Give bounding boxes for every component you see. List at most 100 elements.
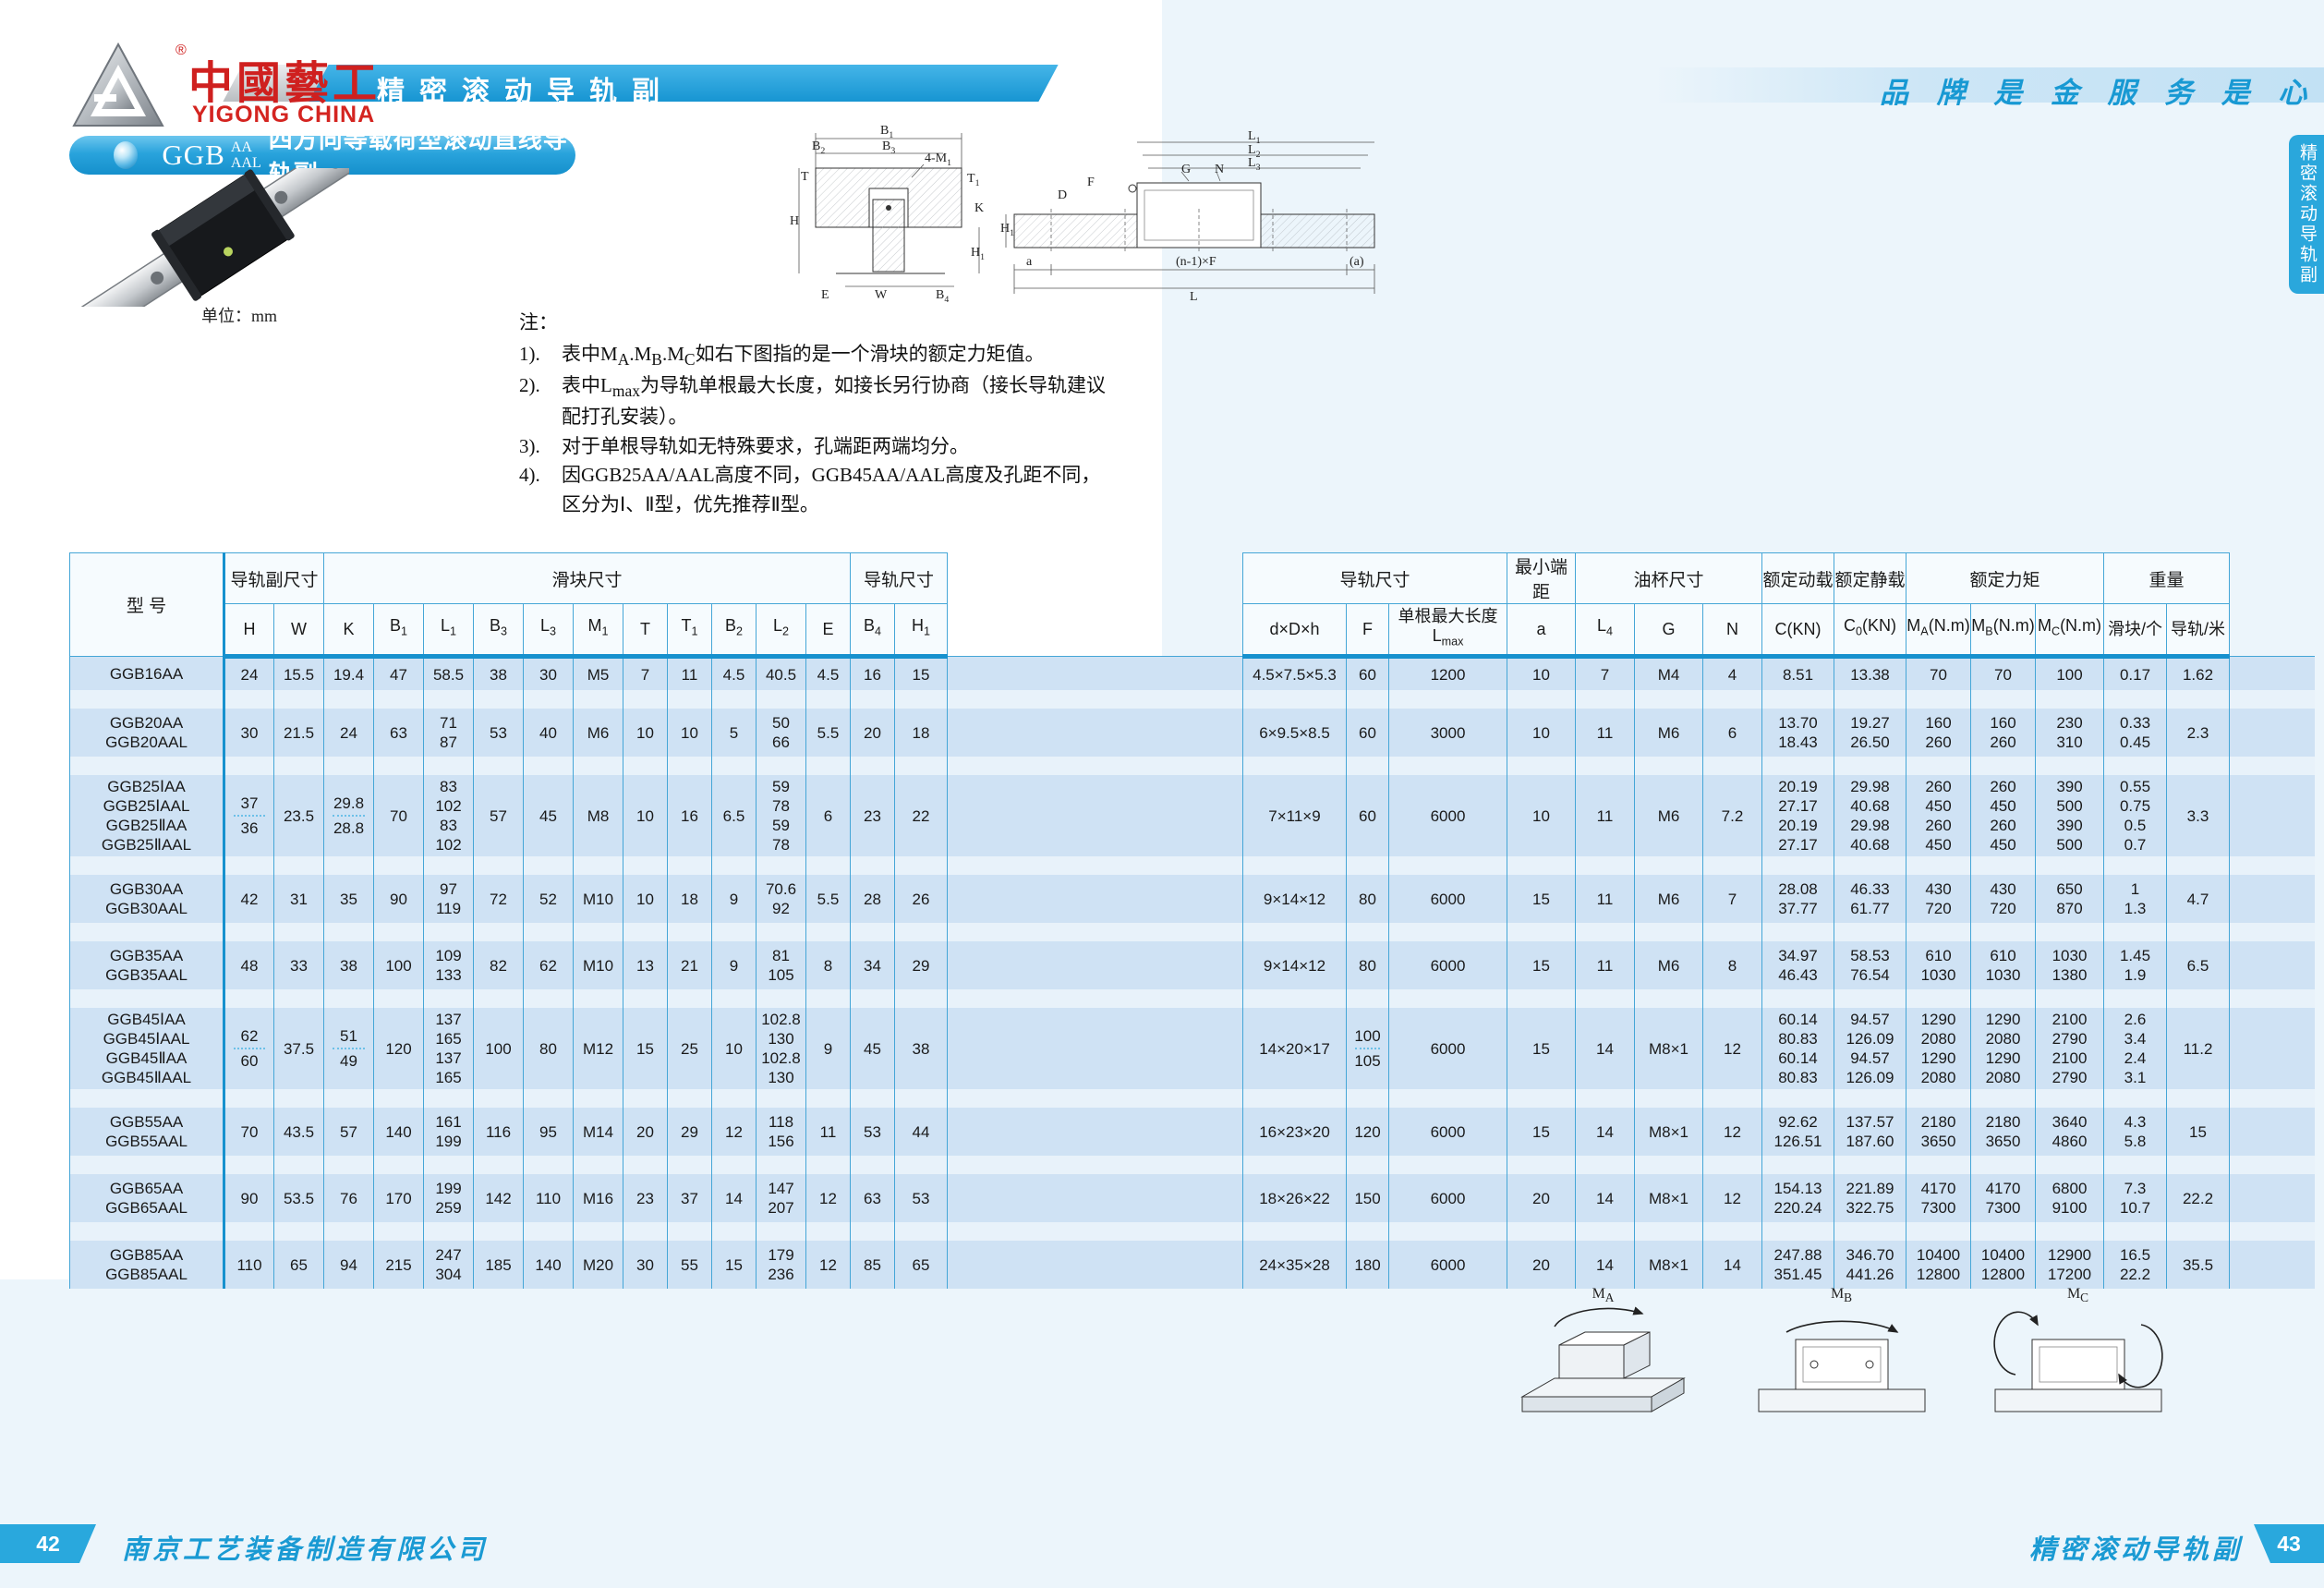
value-cell [623,989,668,1008]
model-cell [69,923,225,941]
value-cell: 63 [850,1174,895,1222]
column-header: L1 [423,603,474,659]
dim-label: L [1190,290,1198,304]
value-cell [1575,690,1635,709]
value-cell [1346,690,1389,709]
column-group-header: 油杯尺寸 [1575,552,1762,604]
value-cell [1346,1222,1389,1241]
value-cell: 18 [667,875,712,923]
value-cell: 11 [667,656,712,690]
value-cell [1906,856,1971,875]
value-cell [711,989,757,1008]
value-cell [805,690,851,709]
value-cell [373,1222,424,1241]
value-cell [1906,690,1971,709]
value-cell [473,1222,524,1241]
value-cell [1388,1222,1507,1241]
value-cell: 0.17 [2103,656,2167,690]
value-cell: 12 [805,1174,851,1222]
value-cell [1702,1222,1762,1241]
value-cell [623,1222,668,1241]
value-cell [1634,757,1703,775]
value-cell: 9 [805,1008,851,1089]
column-header: E [805,603,851,659]
notes-block: 注： 1). 表中MA.MB.MC如右下图指的是一个滑块的额定力矩值。 2). … [519,309,1118,519]
value-cell: 11 [1575,775,1635,856]
column-header: H1 [894,603,948,659]
note-item: 4). 因GGB25AA/AAL高度不同，GGB45AA/AAL高度及孔距不同，… [519,464,1101,515]
value-cell: 12 [1702,1008,1762,1089]
value-cell [2035,1089,2104,1108]
column-group-header: 额定动载 [1761,552,1834,604]
value-cell: 37.5 [273,1008,324,1089]
value-cell [1575,923,1635,941]
column-group-header: 导轨副尺寸 [224,552,324,604]
value-cell: 15 [1507,875,1576,923]
note-item: 1). 表中MA.MB.MC如右下图指的是一个滑块的额定力矩值。 [519,342,1045,369]
model-cell [69,1222,225,1241]
table-spacer-row [69,757,2315,775]
value-cell: 25 [667,1008,712,1089]
value-cell [2166,989,2230,1008]
value-cell [1834,1156,1906,1174]
value-cell [894,989,948,1008]
value-cell: M4 [1634,656,1703,690]
value-cell [1906,757,1971,775]
value-cell [711,690,757,709]
value-cell [850,1222,895,1241]
value-cell: 10 [623,709,668,757]
value-cell [423,690,474,709]
model-cell [69,856,225,875]
dim-label: L3 [1248,156,1261,173]
column-group-header: 滑块尺寸 [323,552,851,604]
value-cell: 13.38 [1834,656,1906,690]
value-cell: 4 [1702,656,1762,690]
value-cell: 9×14×12 [1242,875,1347,923]
value-cell [1761,1156,1834,1174]
value-cell [323,989,374,1008]
dim-label: N [1215,163,1225,176]
value-cell: 15 [2166,1108,2230,1156]
value-cell [711,1156,757,1174]
dim-label: K [974,201,985,215]
value-cell [373,757,424,775]
cross-section-geometry [798,133,980,287]
table-group-header-row: 型 号导轨副尺寸滑块尺寸导轨尺寸导轨尺寸最小端距油杯尺寸额定动载额定静载额定力矩… [69,552,2315,657]
value-cell: 10 [1507,775,1576,856]
value-cell: 10 [667,709,712,757]
value-cell [1834,1222,1906,1241]
side-view-geometry [1005,141,1375,294]
value-cell [850,989,895,1008]
dim-label: G [1181,163,1192,176]
value-cell [1507,690,1576,709]
value-cell [756,989,806,1008]
value-cell [323,1089,374,1108]
column-group-header: 最小端距 [1507,552,1576,604]
value-cell: 13 [623,941,668,989]
model-cell [69,1156,225,1174]
value-cell [573,1222,623,1241]
column-group-header: 导轨尺寸 [1242,552,1507,604]
value-cell: 18×26×22 [1242,1174,1347,1222]
value-cell [473,923,524,941]
value-cell [805,1156,851,1174]
value-cell [1834,989,1906,1008]
value-cell [1242,1222,1347,1241]
value-cell [1507,1222,1576,1241]
table-spacer-row [69,1222,2315,1241]
value-cell: M8×1 [1634,1174,1703,1222]
value-cell: 7 [623,656,668,690]
value-cell: 140 [523,1241,574,1289]
